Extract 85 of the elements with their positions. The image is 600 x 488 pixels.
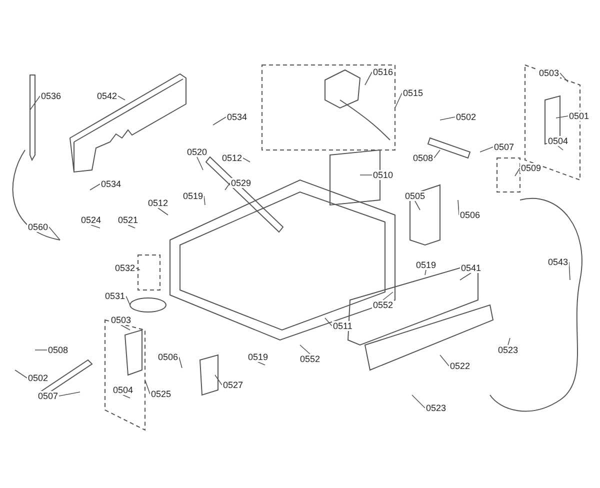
leader-line [178,356,182,368]
callout-number: 0534 [100,179,122,189]
leader-line [394,92,402,108]
leader-line [558,146,564,150]
callout-number: 0507 [493,142,516,152]
callout-number: 0524 [80,215,102,225]
callout-number: 0505 [404,191,426,201]
leader-line [514,168,520,176]
leader-line [90,184,100,190]
callout-number: 0512 [221,153,244,163]
callout-number: 0543 [547,257,570,267]
leader-line [242,158,250,162]
leader-line [126,296,130,306]
leader-line [440,354,450,366]
callout-number: 0523 [425,403,448,413]
callout-number: 0529 [230,178,252,188]
leader-line [460,272,472,280]
callout-number: 0516 [372,67,394,77]
leader-line [364,72,372,86]
leader-line [556,116,568,118]
leader-line [212,116,226,126]
leader-line [90,224,100,228]
leader-line [258,362,266,366]
leader-line [300,344,310,354]
callout-number: 0523 [497,345,520,355]
leader-line [122,394,130,398]
callout-number: 0508 [412,153,434,163]
callout-number: 0503 [110,315,132,325]
callout-number: 0560 [27,222,50,232]
callout-number: 0532 [114,263,136,273]
leader-line [128,224,136,228]
callout-number: 0552 [372,300,394,310]
callout-number: 0534 [226,112,248,122]
callout-number: 0510 [372,170,394,180]
callout-number: 0501 [568,111,590,121]
callout-number: 0541 [460,263,482,273]
callout-number: 0536 [40,91,62,101]
callout-number: 0511 [332,321,354,331]
leader-line [136,268,140,270]
callout-number: 0504 [112,385,134,395]
leader-line [440,116,456,120]
leader-line [480,146,494,152]
callout-number: 0531 [104,291,126,301]
leader-line [412,394,426,408]
callout-number: 0503 [538,68,560,78]
callout-number: 0542 [96,91,118,101]
leader-line [118,96,126,100]
callout-number: 0519 [247,352,270,362]
callout-number: 0502 [455,112,478,122]
callout-number: 0522 [449,361,472,371]
leader-line [196,156,204,170]
callout-number: 0504 [547,136,570,146]
callout-number: 0506 [157,352,180,362]
callout-number: 0509 [520,163,542,173]
leader-line [48,226,60,240]
leader-line [508,338,510,346]
leader-line [324,318,332,326]
leader-line [224,182,230,190]
leader-line [434,150,440,158]
leader-line [458,200,460,216]
leader-line [14,370,28,378]
callout-number: 0525 [150,389,172,399]
callout-number: 0552 [299,354,322,364]
leader-line [144,380,150,394]
callout-number: 0508 [47,345,70,355]
callout-number: 0519 [415,260,438,270]
leader-line [414,200,420,210]
leader-line [382,292,394,300]
leader-line [360,174,372,176]
leader-line [30,96,40,110]
leader-line [120,324,130,330]
callout-number: 0519 [182,191,204,201]
callout-number: 0521 [117,215,140,225]
callout-number: 0515 [402,88,424,98]
callout-number: 0512 [147,198,170,208]
leader-line [424,270,426,276]
leader-line [158,208,168,216]
leader-line [214,374,222,386]
leader-line [58,392,80,396]
callout-number: 0520 [186,147,208,157]
callout-number: 0527 [222,380,244,390]
callout-number: 0507 [37,391,60,401]
leader-line [560,72,568,82]
callout-number: 0506 [459,210,482,220]
callout-number: 0502 [27,373,50,383]
